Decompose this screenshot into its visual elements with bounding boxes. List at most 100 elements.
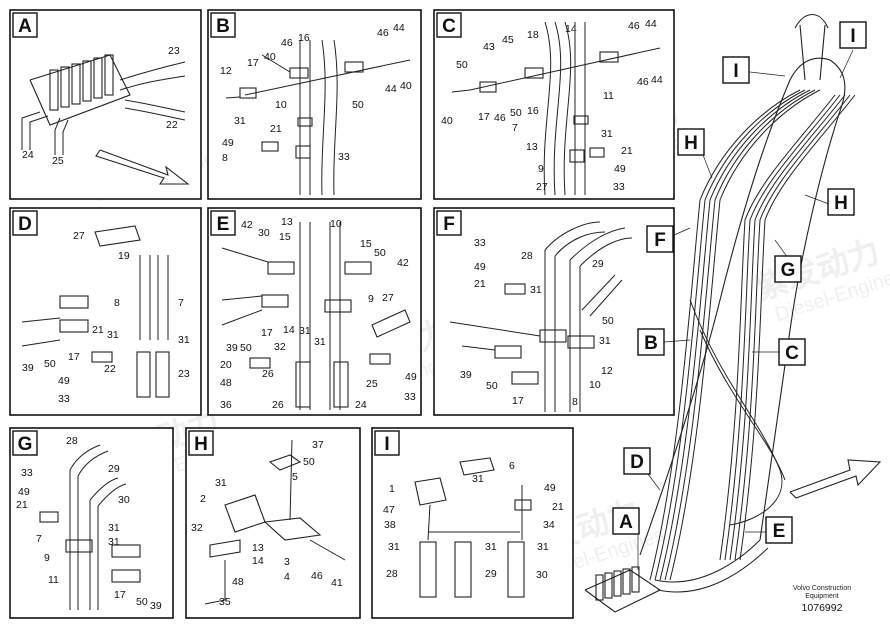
callout-number: 28 [386, 568, 398, 580]
callout-number: 31 [234, 115, 246, 127]
panel-tag: F [443, 214, 455, 235]
panel-tag: G [18, 434, 33, 455]
overview-callout-box [612, 507, 640, 535]
callout-number: 31 [108, 522, 120, 534]
callout-number: 12 [601, 365, 613, 377]
callout-number: 23 [168, 45, 180, 57]
callout-number: 13 [281, 216, 293, 228]
callout-number: 9 [538, 163, 544, 175]
callout-number: 21 [270, 123, 282, 135]
callout-number: 14 [565, 23, 577, 35]
callout-number: 50 [510, 107, 522, 119]
callout-number: 50 [486, 380, 498, 392]
panel-tag: A [18, 16, 32, 37]
callout-number: 24 [22, 149, 34, 161]
callout-number: 50 [456, 59, 468, 71]
callout-number: 38 [384, 519, 396, 531]
callout-number: 50 [303, 456, 315, 468]
overview-callout-box [646, 225, 674, 253]
callout-number: 13 [252, 542, 264, 554]
callout-number: 7 [36, 533, 42, 545]
panel-part-drawings [21, 21, 661, 610]
callout-number: 8 [222, 152, 228, 164]
callout-number: 31 [388, 541, 400, 553]
callout-number: 44 [645, 18, 657, 30]
callout-number: 9 [44, 552, 50, 564]
overview-callout-d: D [630, 452, 644, 473]
callout-number: 21 [16, 499, 28, 511]
callout-number: 46 [637, 76, 649, 88]
callout-number: 49 [405, 371, 417, 383]
callout-number: 46 [281, 37, 293, 49]
overview-callout-box [765, 516, 793, 544]
callout-number: 45 [502, 34, 514, 46]
callout-number: 31 [108, 536, 120, 548]
overview-callout-h: H [684, 133, 698, 154]
callout-number: 29 [485, 568, 497, 580]
callout-number: 30 [536, 569, 548, 581]
overview-callout-b: B [644, 333, 658, 354]
callout-number: 31 [599, 335, 611, 347]
callout-number: 26 [272, 399, 284, 411]
overview-callout-box [722, 56, 750, 84]
callout-number: 10 [589, 379, 601, 391]
callout-number: 32 [274, 341, 286, 353]
callout-number: 30 [118, 494, 130, 506]
callout-number: 9 [368, 293, 374, 305]
footer-company: Volvo Construction [793, 585, 851, 592]
callout-number: 14 [252, 555, 264, 567]
callout-number: 48 [232, 576, 244, 588]
callout-number: 33 [58, 393, 70, 405]
overview-callout-g: G [781, 260, 796, 281]
callout-number: 4 [284, 571, 290, 583]
callout-number: 50 [602, 315, 614, 327]
callout-number: 28 [521, 250, 533, 262]
callout-number: 10 [330, 218, 342, 230]
callout-number: 39 [150, 600, 162, 612]
callout-number: 33 [338, 151, 350, 163]
panel-tag: B [216, 16, 230, 37]
callout-number: 3 [284, 556, 290, 568]
callout-number: 37 [312, 439, 324, 451]
callout-number: 17 [478, 111, 490, 123]
callout-number: 46 [377, 27, 389, 39]
overview-callout-box [778, 338, 806, 366]
panel-tag: D [18, 214, 32, 235]
overview-callout-box [677, 128, 705, 156]
callout-number: 20 [220, 359, 232, 371]
callout-number: 32 [191, 522, 203, 534]
overview-callout-box [839, 21, 867, 49]
callout-number: 47 [383, 504, 395, 516]
callout-number: 27 [536, 181, 548, 193]
callout-number: 26 [262, 368, 274, 380]
callout-number: 5 [292, 471, 298, 483]
overview-callout-i: I [850, 26, 855, 47]
callout-number: 49 [18, 486, 30, 498]
callout-number: 39 [460, 369, 472, 381]
document-number: 1076992 [802, 602, 843, 614]
callout-number: 39 [22, 362, 34, 374]
callout-number: 15 [360, 238, 372, 250]
callout-number: 17 [512, 395, 524, 407]
callout-number: 46 [311, 570, 323, 582]
callout-number: 25 [366, 378, 378, 390]
callout-number: 31 [215, 477, 227, 489]
callout-number: 50 [136, 596, 148, 608]
callout-number: 1 [389, 483, 395, 495]
overview-callout-f: F [654, 230, 666, 251]
excavator-boom-drawing [584, 13, 882, 613]
callout-number: 8 [572, 396, 578, 408]
callout-number: 29 [592, 258, 604, 270]
